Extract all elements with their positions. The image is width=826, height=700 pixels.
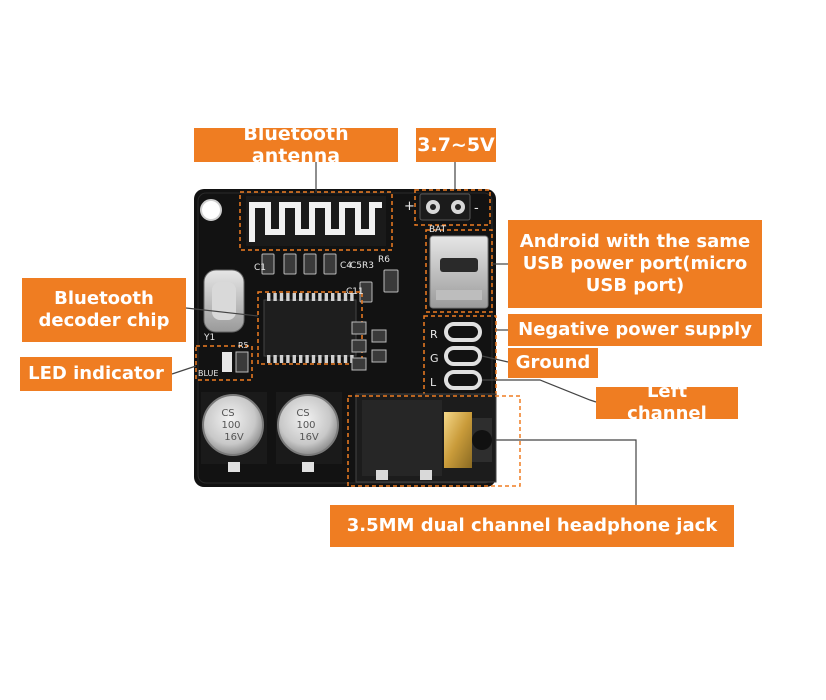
chip-pin [311, 355, 316, 363]
cap-right-brand: CS [296, 408, 309, 419]
chip-pin [331, 355, 335, 363]
silk-blue: BLUE [198, 369, 218, 378]
cap-left-brand: CS [221, 408, 234, 419]
chip-pin [273, 293, 277, 301]
chip-pin [337, 293, 341, 301]
chip-pin [305, 293, 309, 301]
silk-c11: C11 [346, 287, 364, 297]
silk-bat: BAT [429, 225, 447, 235]
silk-c1: C1 [254, 263, 266, 273]
chip-pin [343, 293, 348, 301]
chip-pin [267, 355, 271, 363]
chip-pin [350, 293, 354, 301]
cap-right-voltage: 16V [299, 432, 319, 443]
chip-pin [292, 293, 296, 301]
label-negative-power-supply: Negative power supply [508, 314, 762, 346]
micro-usb-port [429, 235, 489, 309]
chip-pin [286, 293, 290, 301]
chip-pin [343, 355, 348, 363]
chip-pin [318, 355, 322, 363]
chip-pin [337, 355, 341, 363]
decoder-chip [263, 293, 357, 363]
chip-pin [318, 293, 322, 301]
cap-right-value: 100 [296, 420, 315, 431]
capacitor-right [276, 392, 342, 472]
cap-left-voltage: 16V [224, 432, 244, 443]
silk-r5: R5 [238, 341, 249, 350]
label-led-indicator: LED indicator [20, 357, 172, 391]
chip-pin [267, 293, 271, 301]
mounting-hole [200, 199, 222, 221]
silk-r6: R6 [378, 255, 390, 265]
antenna-trace [246, 196, 386, 246]
chip-pin [331, 293, 335, 301]
chip-pin [279, 355, 284, 363]
chip-pin [292, 355, 296, 363]
label-bluetooth-antenna: Bluetooth antenna [194, 123, 398, 167]
silk-c4: C4 [340, 261, 352, 271]
led-component [222, 351, 249, 373]
silk-r3: R3 [362, 261, 374, 271]
label-left-channel: Left channel [596, 381, 738, 424]
output-pads [351, 321, 482, 390]
silk-g: G [430, 352, 439, 365]
silk-minus: - [474, 201, 479, 216]
label-decoder-chip: Bluetooth decoder chip [22, 278, 186, 342]
silk-c5: C5 [350, 261, 362, 271]
smd-components [261, 253, 399, 303]
silk-y1: Y1 [203, 333, 215, 343]
chip-pin [273, 355, 277, 363]
chip-pin [299, 355, 303, 363]
headphone-jack [355, 393, 497, 483]
crystal-oscillator [203, 269, 245, 333]
cap-left-value: 100 [221, 420, 240, 431]
chip-pin [324, 355, 328, 363]
chip-pin [286, 355, 290, 363]
chip-pin [279, 293, 284, 301]
label-headphone-jack: 3.5MM dual channel headphone jack [330, 505, 734, 547]
bat-header [419, 193, 471, 221]
label-usb-power-port: Android with the same USB power port(mic… [508, 220, 762, 308]
silk-l: L [430, 376, 437, 389]
silk-r: R [430, 328, 438, 341]
capacitor-left [201, 392, 267, 472]
chip-pin [311, 293, 316, 301]
label-voltage: 3.7~5V [416, 128, 496, 162]
silk-plus: + [404, 199, 415, 214]
chip-pin [299, 293, 303, 301]
chip-pin [305, 355, 309, 363]
label-ground: Ground [508, 348, 598, 378]
chip-pin [324, 293, 328, 301]
leader-lines [171, 162, 637, 505]
